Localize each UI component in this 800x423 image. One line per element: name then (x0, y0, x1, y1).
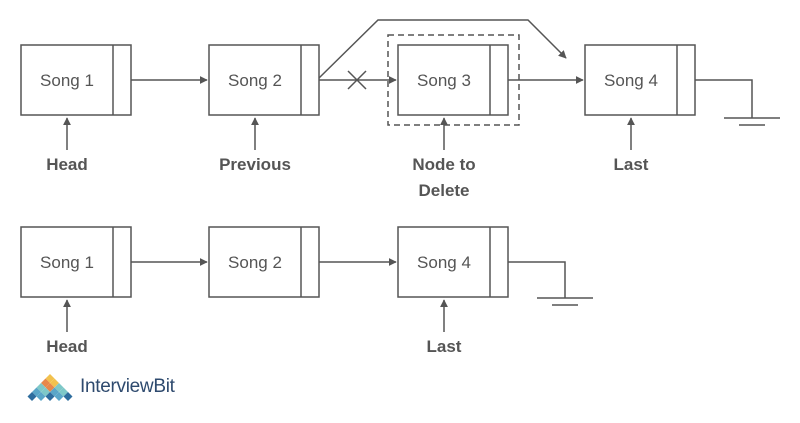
head-label: Head (46, 155, 88, 174)
top-node-song-4: Song 4 (584, 44, 696, 116)
bypass-arrow-song2-song4 (318, 19, 567, 79)
top-node-song-1: Song 1 (20, 44, 132, 116)
bottom-node-song-4: Song 4 (397, 226, 509, 298)
bottom-node-song-2: Song 2 (208, 226, 320, 298)
last-label: Last (614, 155, 649, 174)
bottom-list: Song 1 Song 2 Song 4 Head Last (20, 226, 593, 356)
null-ground-icon (695, 79, 780, 126)
brand-logo: InterviewBit (26, 372, 175, 402)
top-node-song-3-label: Song 3 (417, 71, 471, 90)
bottom-last-label: Last (427, 337, 462, 356)
bottom-node-song-4-label: Song 4 (417, 253, 471, 272)
cross-mark-icon (347, 70, 367, 90)
bottom-node-song-2-label: Song 2 (228, 253, 282, 272)
bottom-null-ground-icon (508, 261, 593, 306)
bottom-node-song-1-label: Song 1 (40, 253, 94, 272)
top-node-song-3: Song 3 (397, 44, 509, 116)
diamond-grid-logo-icon (27, 374, 73, 401)
brand-name: InterviewBit (80, 376, 175, 397)
top-node-song-2: Song 2 (208, 44, 320, 116)
top-node-song-1-label: Song 1 (40, 71, 94, 90)
top-node-song-2-label: Song 2 (228, 71, 282, 90)
top-list: Song 1 Song 2 Song 3 Song 4 (20, 19, 780, 200)
bottom-head-label: Head (46, 337, 88, 356)
node-to-delete-label-line-2: Delete (418, 181, 469, 200)
top-node-song-4-label: Song 4 (604, 71, 658, 90)
bottom-node-song-1: Song 1 (20, 226, 132, 298)
previous-label: Previous (219, 155, 291, 174)
node-to-delete-label-line-1: Node to (412, 155, 475, 174)
